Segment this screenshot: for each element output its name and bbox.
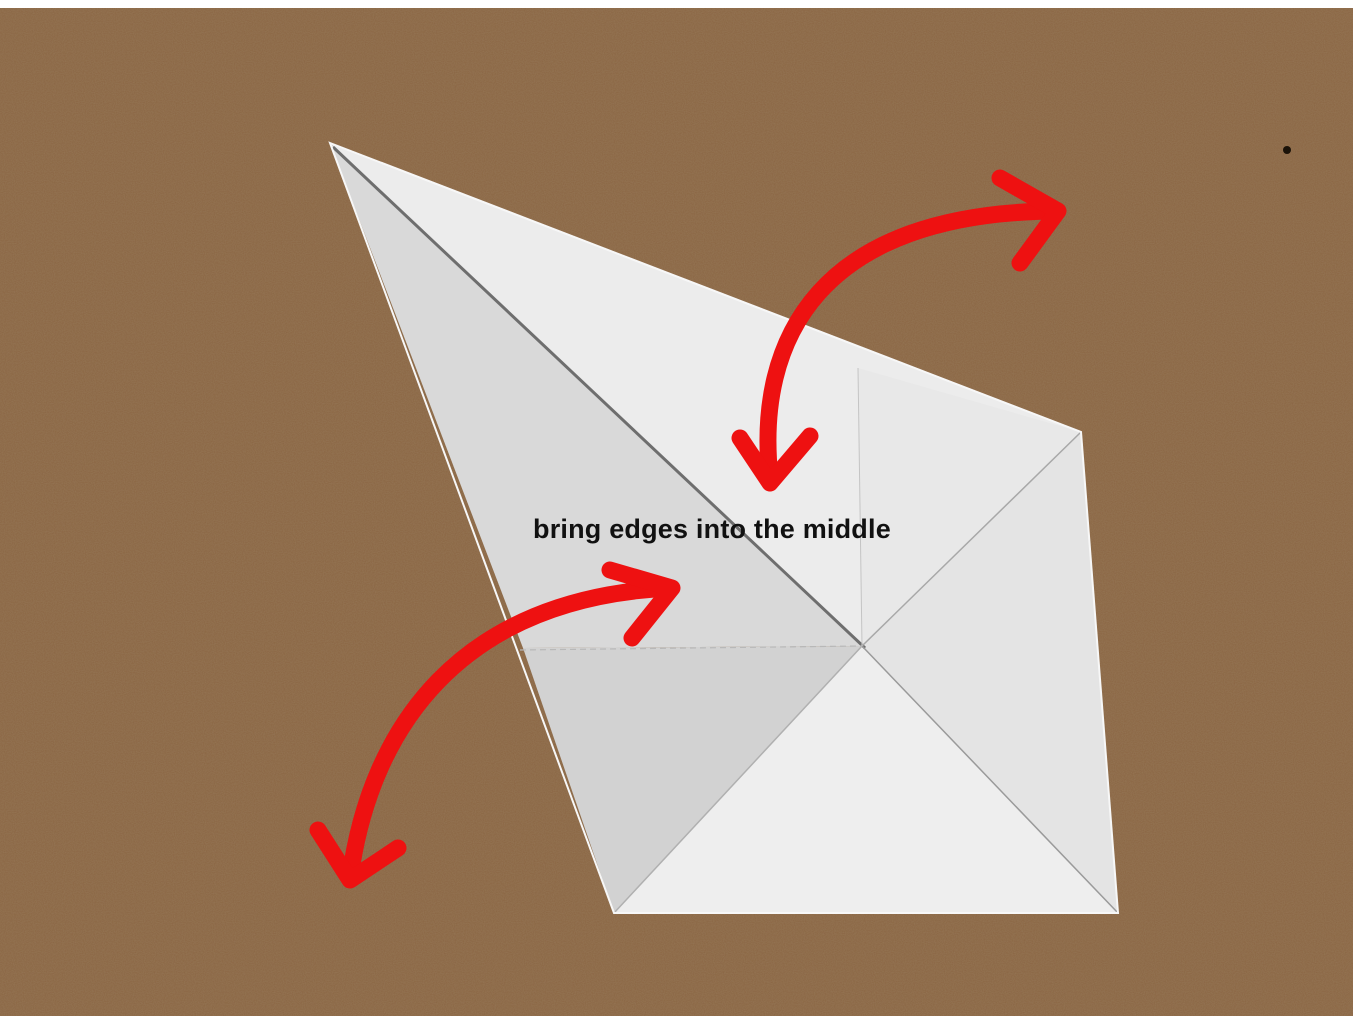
instruction-caption: bring edges into the middle	[533, 513, 891, 545]
photo-canvas	[0, 8, 1353, 1016]
pin-hole	[1283, 146, 1291, 154]
origami-photo: bring edges into the middle	[0, 8, 1353, 1016]
